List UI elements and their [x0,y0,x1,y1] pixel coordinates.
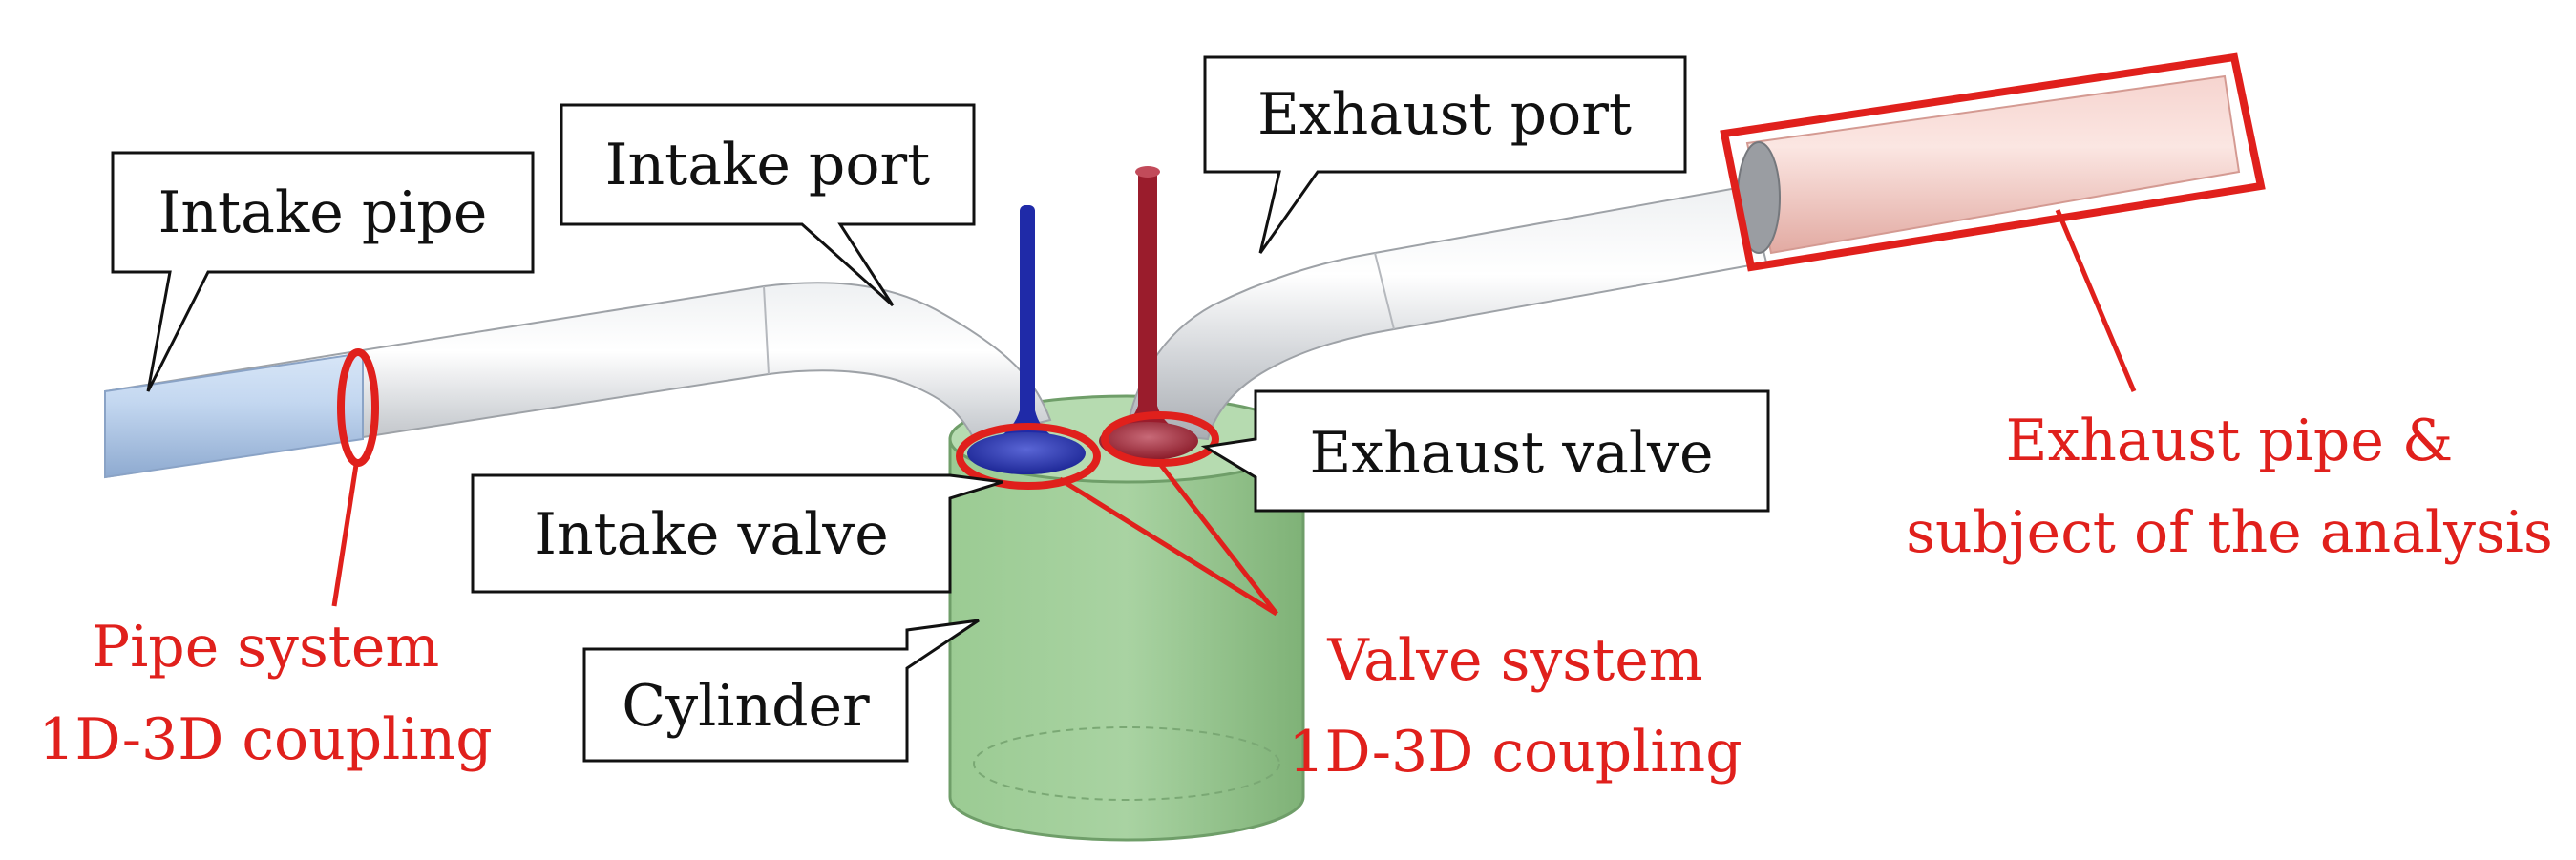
callout-exhaust-port: Exhaust port [1203,55,1687,254]
annotation-pipe-coupling: Pipe system 1D-3D coupling [38,614,492,773]
pipe-coupling-ring [337,348,379,467]
valve-coupling-leader-exhaust [1158,462,1278,616]
callout-cylinder: Cylinder [582,619,980,763]
valve-coupling-line-2: 1D-3D coupling [1288,719,1742,786]
label-exhaust-valve: Exhaust valve [1310,420,1714,487]
annotation-valve-coupling: Valve system 1D-3D coupling [1288,627,1742,786]
annotation-exhaust-subject: Exhaust pipe & subject of the analysis [1906,408,2553,566]
valve-coupling-leader-intake [1058,476,1278,617]
pipe-coupling-line-1: Pipe system [92,614,440,681]
label-intake-port: Intake port [605,132,931,199]
pipe-coupling-leader [331,464,359,607]
callout-intake-port: Intake port [560,103,976,307]
exhaust-valve-coupling-ring [1101,411,1219,467]
label-cylinder: Cylinder [622,673,870,740]
callout-intake-valve: Intake valve [471,473,1003,594]
callout-exhaust-valve: Exhaust valve [1200,389,1770,513]
callout-intake-pipe: Intake pipe [111,151,535,392]
intake-pipe-tube [104,282,1052,479]
valve-coupling-line-1: Valve system [1326,627,1702,694]
intake-valve-coupling-ring [956,423,1101,490]
exhaust-subject-line-1: Exhaust pipe & [2006,408,2454,474]
coupling-highlights [337,52,2266,490]
exhaust-pipe-highlight-box [1720,52,2266,272]
label-intake-pipe: Intake pipe [158,179,488,246]
exhaust-pipe-tube [1125,74,2241,441]
exhaust-valve-shape [1099,166,1198,460]
exhaust-subject-line-2: subject of the analysis [1906,499,2553,566]
exhaust-subject-leader [2055,209,2137,392]
pipe-coupling-line-2: 1D-3D coupling [38,706,492,773]
label-intake-valve: Intake valve [534,501,888,568]
label-exhaust-port: Exhaust port [1257,81,1632,148]
